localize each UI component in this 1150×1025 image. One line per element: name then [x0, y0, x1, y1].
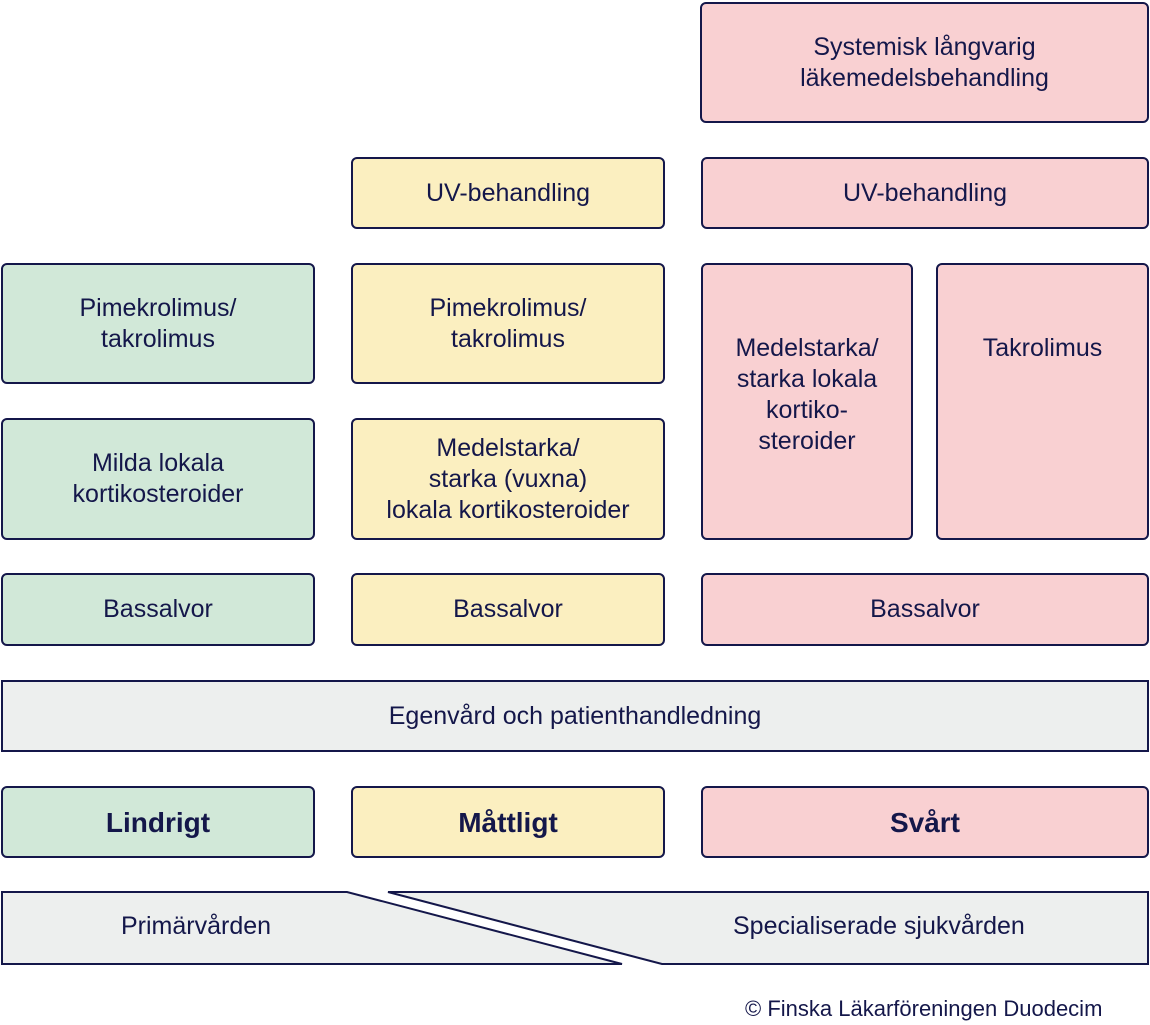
mild-steroids-box: Milda lokala kortikosteroider	[1, 418, 315, 540]
severe-bassalvor-box: Bassalvor	[701, 573, 1149, 646]
self-care-label: Egenvård och patienthandledning	[388, 701, 762, 730]
severity-mild-label: Lindrigt	[105, 806, 211, 838]
severity-severe-label: Svårt	[889, 806, 961, 838]
severe-takrolimus-box: Takrolimus	[936, 263, 1149, 540]
mild-bassalvor-box: Bassalvor	[1, 573, 315, 646]
moderate-steroids-box: Medelstarka/ starka (vuxna) lokala korti…	[351, 418, 665, 540]
moderate-bassalvor-label: Bassalvor	[453, 595, 563, 623]
moderate-pimekrolimus-label: Pimekrolimus/ takrolimus	[429, 293, 587, 353]
severity-severe-box: Svårt	[701, 786, 1149, 858]
severe-bassalvor-label: Bassalvor	[870, 595, 980, 623]
moderate-uv-box: UV-behandling	[351, 157, 665, 229]
self-care-box: Egenvård och patienthandledning	[1, 680, 1149, 752]
severe-uv-box: UV-behandling	[701, 157, 1149, 229]
mild-bassalvor-label: Bassalvor	[103, 595, 213, 623]
moderate-uv-label: UV-behandling	[425, 178, 590, 207]
primary-care-label: Primärvården	[121, 912, 272, 940]
mild-pimekrolimus-box: Pimekrolimus/ takrolimus	[1, 263, 315, 384]
severe-systemic-treatment-box: Systemisk långvarig läkemedelsbehandling	[700, 2, 1149, 123]
severe-takrolimus-label: Takrolimus	[982, 334, 1103, 362]
specialized-care-panel	[387, 891, 1149, 965]
moderate-pimekrolimus-box: Pimekrolimus/ takrolimus	[351, 263, 665, 384]
mild-steroids-label: Milda lokala kortikosteroider	[72, 449, 244, 508]
severity-mild-box: Lindrigt	[1, 786, 315, 858]
primary-care-panel	[1, 891, 623, 965]
moderate-steroids-label: Medelstarka/ starka (vuxna) lokala korti…	[386, 433, 630, 524]
copyright-notice: © Finska Läkarföreningen Duodecim	[745, 996, 1103, 1021]
severity-moderate-box: Måttligt	[351, 786, 665, 858]
severity-moderate-label: Måttligt	[458, 806, 558, 838]
severe-systemic-treatment-label: Systemisk långvarig läkemedelsbehandling	[800, 32, 1049, 92]
care-level-base	[1, 891, 1149, 965]
severe-steroids-label: Medelstarka/ starka lokala kortiko- ster…	[735, 334, 879, 455]
specialized-care-label: Specialiserade sjukvården	[733, 912, 1025, 940]
moderate-bassalvor-box: Bassalvor	[351, 573, 665, 646]
mild-pimekrolimus-label: Pimekrolimus/ takrolimus	[79, 293, 237, 353]
severe-uv-label: UV-behandling	[842, 178, 1007, 207]
severe-steroids-box: Medelstarka/ starka lokala kortiko- ster…	[701, 263, 913, 540]
